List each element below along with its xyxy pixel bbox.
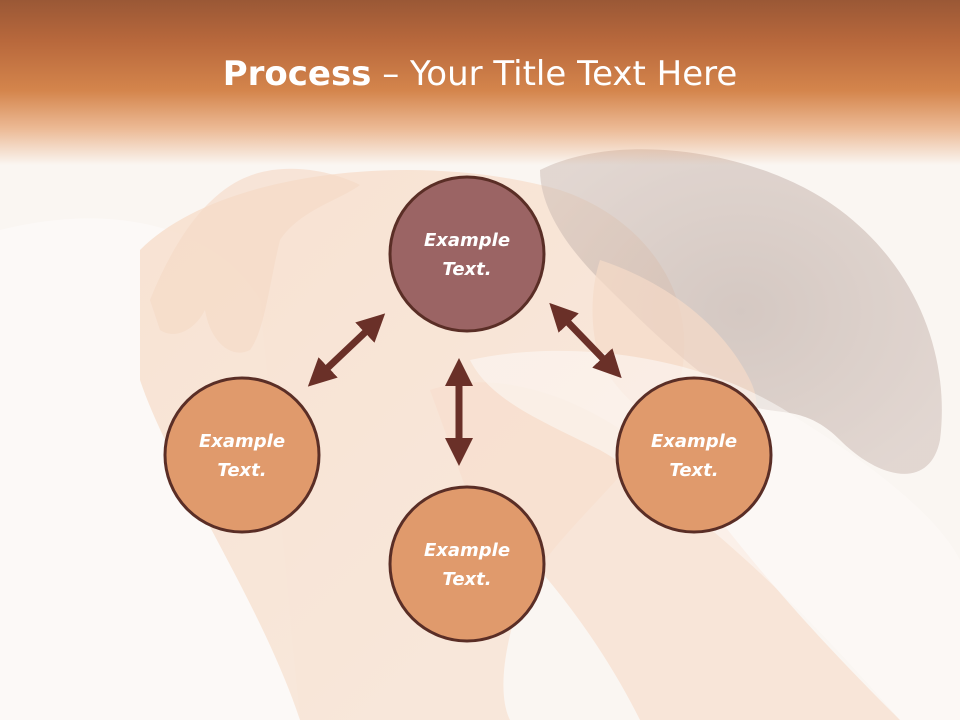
title-rest: – Your Title Text Here [371,54,738,94]
node-top-line1: Example [424,230,510,251]
node-bottom-line2: Text. [442,569,491,590]
title-bold: Process [222,54,372,94]
process-node-left[interactable]: Example Text. [163,376,321,534]
node-bottom-line1: Example [424,540,510,561]
node-right-line1: Example [651,431,737,452]
node-left-line2: Text. [217,460,266,481]
process-node-top[interactable]: Example Text. [388,175,546,333]
node-left-line1: Example [199,431,285,452]
node-top-line2: Text. [442,259,491,280]
arrow-top-left [307,313,386,387]
process-node-bottom[interactable]: Example Text. [388,485,546,643]
arrow-top-right [549,302,622,379]
node-right-line2: Text. [669,460,718,481]
slide-title: Process – Your Title Text Here [0,52,960,96]
title-band [0,0,960,165]
process-node-right[interactable]: Example Text. [615,376,773,534]
